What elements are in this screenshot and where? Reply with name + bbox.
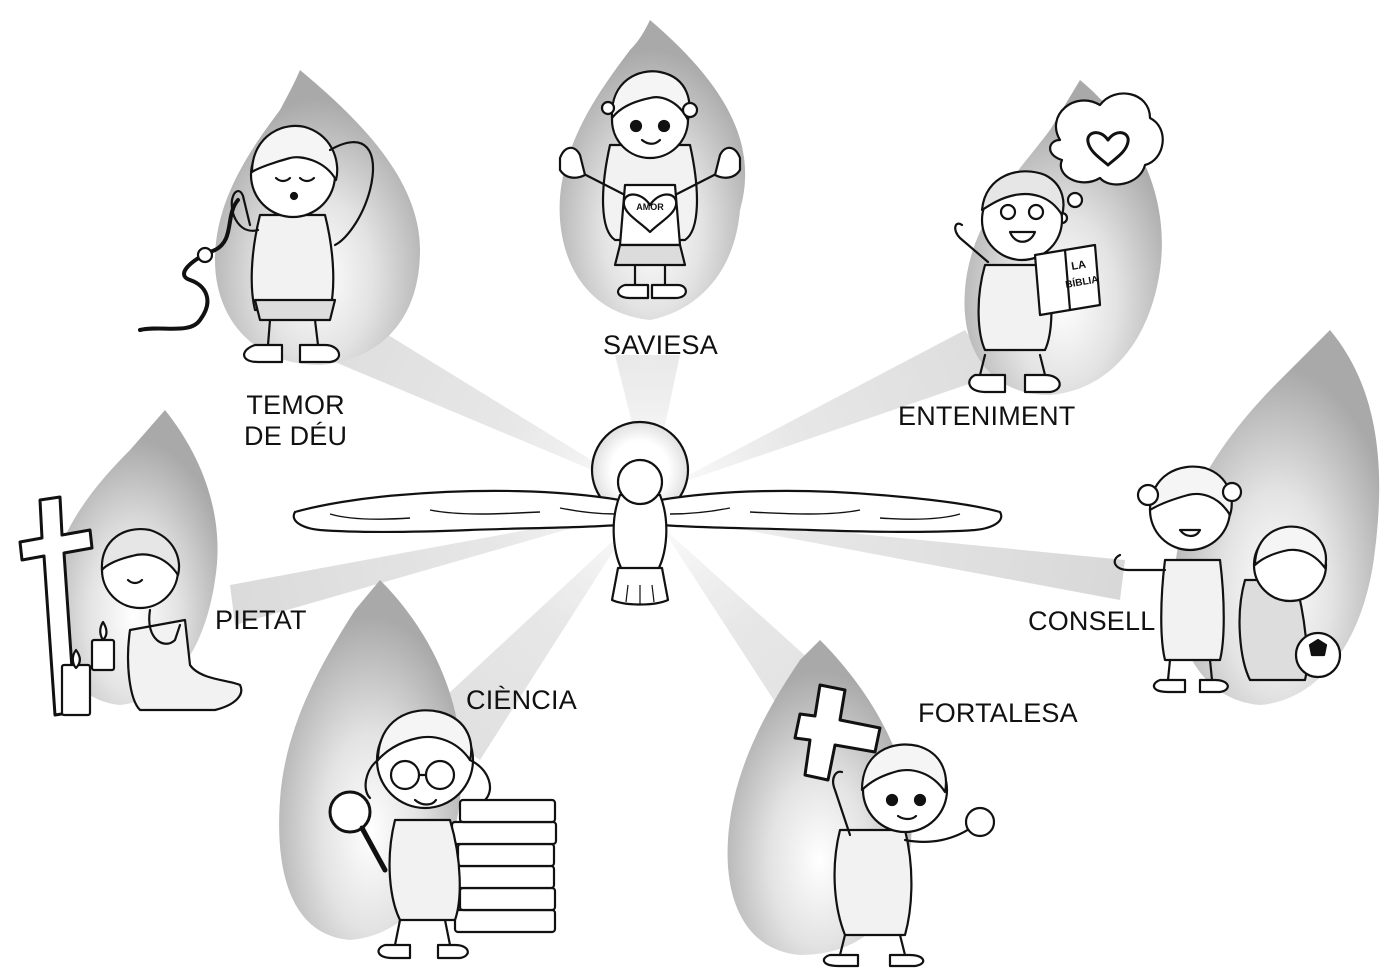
raised-cross-icon	[793, 683, 882, 782]
label-temor-line1: TEMOR	[246, 390, 345, 420]
label-ciencia: CIÈNCIA	[466, 685, 577, 715]
child-fortalesa	[793, 683, 996, 968]
label-fortalesa: FORTALESA	[918, 698, 1078, 728]
snake-icon	[138, 198, 240, 332]
child-pietat	[18, 495, 243, 717]
dove	[292, 420, 1003, 606]
heart-inscription: AMOR	[636, 202, 664, 212]
label-consell: CONSELL	[1028, 606, 1156, 636]
dove-head	[616, 458, 664, 506]
flame-consell	[1174, 330, 1380, 705]
dove-left-wing	[292, 489, 622, 533]
heart-icon-thought	[1086, 131, 1130, 167]
child-saviesa: AMOR	[558, 70, 742, 300]
glasses-icon	[389, 759, 421, 791]
dove-right-wing	[658, 489, 1003, 533]
magnifier-icon	[328, 790, 372, 834]
book-stack	[450, 798, 558, 934]
child-enteniment: LA BÍBLIA	[954, 92, 1164, 394]
label-saviesa: SAVIESA	[603, 330, 718, 360]
label-temor-de-deu: TEMOR DE DÉU	[244, 390, 347, 452]
heart-icon	[622, 193, 678, 234]
label-enteniment: ENTENIMENT	[898, 401, 1076, 431]
candle-small	[90, 638, 116, 672]
light-rays	[230, 330, 1125, 760]
child-ciencia	[328, 709, 558, 960]
label-temor-line2: DE DÉU	[244, 421, 348, 451]
child-temor-de-deu	[138, 124, 375, 364]
candle-large	[60, 663, 92, 717]
book-inscription-1: LA	[1070, 259, 1087, 273]
label-pietat: PIETAT	[215, 605, 307, 635]
children-consell	[1113, 465, 1342, 694]
